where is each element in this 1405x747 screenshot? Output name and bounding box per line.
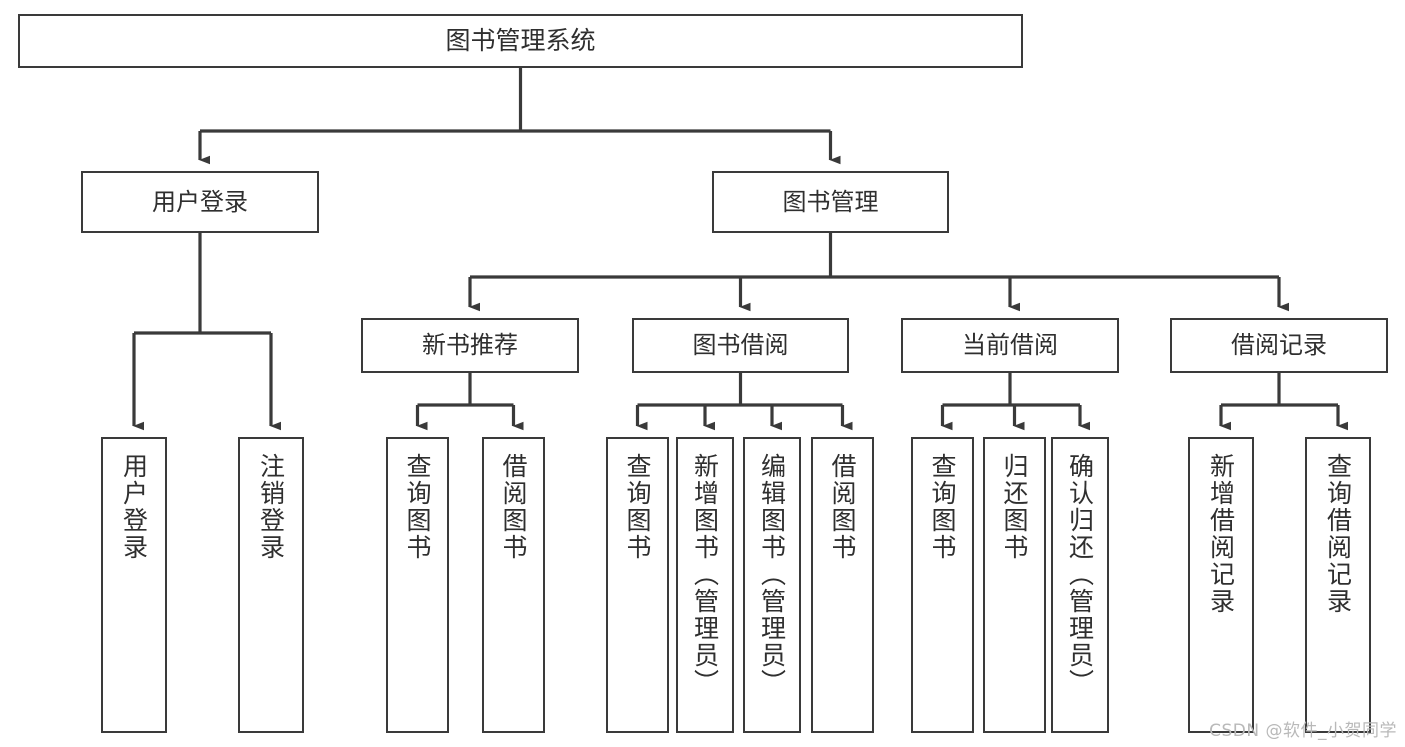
node-leaf-query-book-2[interactable]: 查询图书 <box>606 437 669 733</box>
node-leaf-query-borrowing-record[interactable]: 查询借阅记录 <box>1305 437 1371 733</box>
node-label: 当前借阅 <box>962 331 1058 360</box>
node-book-borrowing[interactable]: 图书借阅 <box>632 318 849 373</box>
node-leaf-user-login[interactable]: 用户登录 <box>101 437 167 733</box>
node-new-book-recommendation[interactable]: 新书推荐 <box>361 318 579 373</box>
node-leaf-query-book-3[interactable]: 查询图书 <box>911 437 974 733</box>
node-label: 用户登录 <box>152 187 248 216</box>
node-leaf-borrow-book-2[interactable]: 借阅图书 <box>811 437 874 733</box>
node-borrowing-records[interactable]: 借阅记录 <box>1170 318 1388 373</box>
node-label: 注销登录 <box>256 453 286 561</box>
node-label: 新增借阅记录 <box>1206 453 1236 615</box>
node-user-login[interactable]: 用户登录 <box>81 171 319 233</box>
node-leaf-edit-book-admin[interactable]: 编辑图书（管理员） <box>743 437 801 733</box>
node-leaf-add-book-admin[interactable]: 新增图书（管理员） <box>676 437 734 733</box>
node-label: 查询图书 <box>623 453 652 561</box>
node-label: 新书推荐 <box>422 331 518 360</box>
node-label: 归还图书 <box>1000 453 1029 561</box>
node-leaf-borrow-book-1[interactable]: 借阅图书 <box>482 437 545 733</box>
node-label: 编辑图书（管理员） <box>757 453 787 696</box>
node-leaf-add-borrowing-record[interactable]: 新增借阅记录 <box>1188 437 1254 733</box>
node-label: 图书管理 <box>782 187 879 216</box>
node-label: 借阅图书 <box>828 453 857 561</box>
node-label: 借阅记录 <box>1231 331 1327 360</box>
node-label: 确认归还（管理员） <box>1065 453 1095 696</box>
node-label: 图书借阅 <box>692 331 789 360</box>
node-label: 用户登录 <box>119 453 149 561</box>
node-label: 新增图书（管理员） <box>690 453 720 696</box>
csdn-watermark: CSDN @软件_小贺同学 <box>1209 721 1397 741</box>
node-label: 借阅图书 <box>499 453 528 561</box>
node-root-book-management-system[interactable]: 图书管理系统 <box>18 14 1023 68</box>
node-label: 查询借阅记录 <box>1323 453 1353 615</box>
node-current-borrowing[interactable]: 当前借阅 <box>901 318 1119 373</box>
node-label: 查询图书 <box>928 453 957 561</box>
node-leaf-query-book-1[interactable]: 查询图书 <box>386 437 449 733</box>
node-leaf-confirm-return-admin[interactable]: 确认归还（管理员） <box>1051 437 1109 733</box>
node-label: 图书管理系统 <box>445 26 596 56</box>
node-book-management[interactable]: 图书管理 <box>712 171 949 233</box>
node-leaf-logout[interactable]: 注销登录 <box>238 437 304 733</box>
node-leaf-return-book[interactable]: 归还图书 <box>983 437 1046 733</box>
node-label: 查询图书 <box>403 453 432 561</box>
